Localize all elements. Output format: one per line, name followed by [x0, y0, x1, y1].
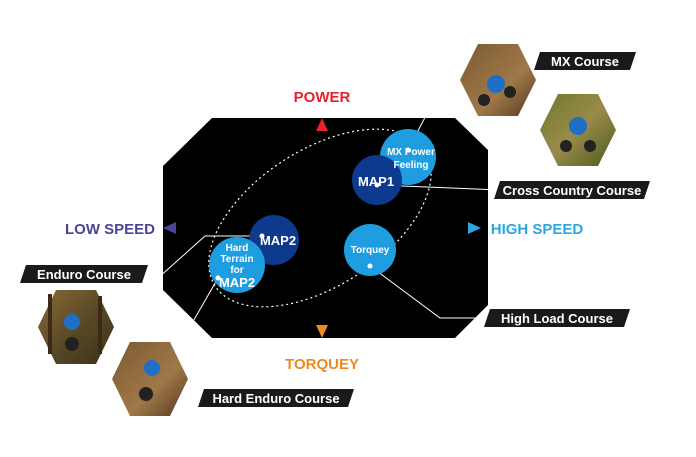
high-speed-arrowhead: [468, 222, 481, 234]
tag-enduro-course: Enduro Course: [20, 265, 148, 283]
torquey-arrowhead: [316, 325, 328, 338]
hard-terrain-text-3: for: [230, 265, 243, 276]
hard-terrain-text-4: MAP2: [219, 275, 255, 290]
photo-enduro-course: [38, 290, 114, 364]
hard-terrain-text-1: Hard: [226, 243, 249, 254]
map1-text: MAP1: [358, 174, 394, 189]
axis-label-power: POWER: [294, 89, 351, 106]
photo-cross-country-course: [540, 94, 616, 166]
svg-text:Enduro Course: Enduro Course: [37, 267, 131, 282]
map2-text: MAP2: [260, 233, 296, 248]
tag-high-load-course: High Load Course: [484, 309, 630, 327]
axis-label-low-speed: LOW SPEED: [65, 221, 155, 238]
torquey-bubble: [344, 224, 396, 276]
axis-label-high-speed: HIGH SPEED: [491, 221, 584, 238]
torquey-text: Torquey: [351, 245, 390, 256]
axis-label-torquey: TORQUEY: [285, 356, 359, 373]
svg-text:High Load Course: High Load Course: [501, 311, 613, 326]
power-arrowhead: [316, 118, 328, 131]
mx-power-text-2: Feeling: [393, 160, 428, 171]
connector-high-load: [369, 265, 490, 319]
svg-text:Cross Country Course: Cross Country Course: [503, 183, 642, 198]
tag-hard-enduro-course: Hard Enduro Course: [198, 389, 354, 407]
hard-terrain-text-2: Terrain: [220, 254, 253, 265]
photo-mx-course: [460, 44, 536, 116]
low-speed-arrowhead: [163, 222, 176, 234]
svg-text:Hard Enduro Course: Hard Enduro Course: [212, 391, 339, 406]
hard-terrain-bubble: [209, 237, 265, 293]
photo-hard-enduro-course: [112, 342, 188, 416]
connector-dots: [215, 147, 411, 281]
map1-bubble: [352, 155, 402, 205]
mx-power-text-1: MX Power: [387, 147, 435, 158]
tag-cross-country-course: Cross Country Course: [494, 181, 650, 199]
tag-mx-course: MX Course: [534, 52, 636, 70]
connector-enduro: [99, 235, 262, 331]
svg-text:MX Course: MX Course: [551, 54, 619, 69]
